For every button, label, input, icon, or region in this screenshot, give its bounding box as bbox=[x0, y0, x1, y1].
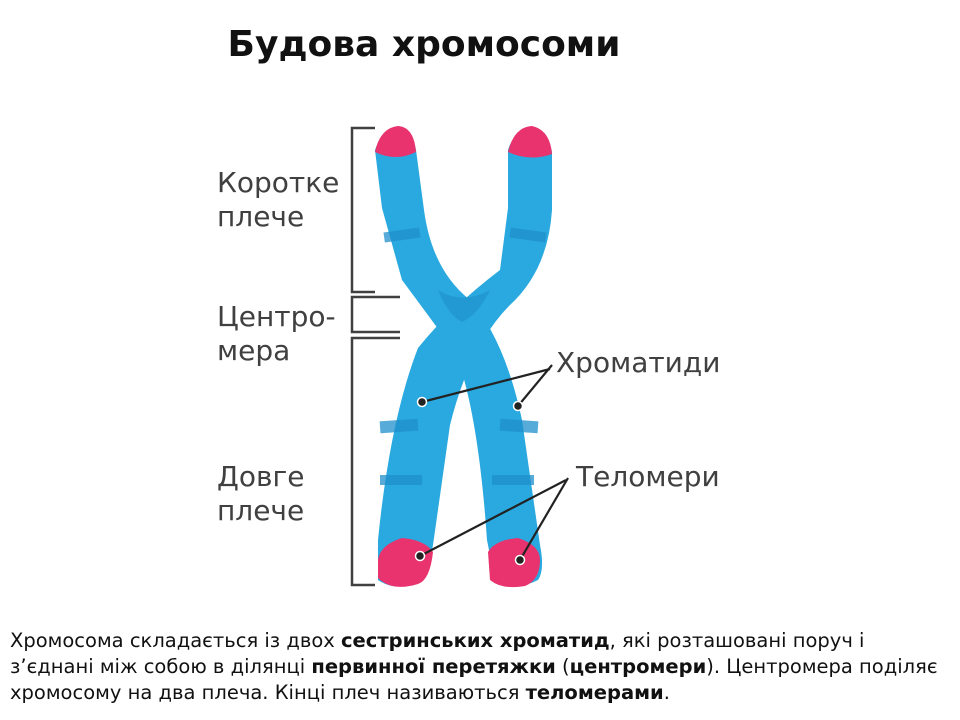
chromatid-bands bbox=[379, 227, 547, 485]
caption-bold-sister-chromatids: сестринських хроматид bbox=[341, 629, 610, 652]
long-arm-label-line2: плече bbox=[217, 494, 305, 527]
brackets bbox=[350, 126, 400, 587]
chromatids-label: Хроматиди bbox=[556, 346, 721, 379]
telomere-top-left bbox=[375, 126, 416, 157]
caption-text-4: ). Центромера поділяє хромосому на два п… bbox=[10, 655, 938, 704]
description-paragraph: Хромосома складається із двох сестринськ… bbox=[10, 628, 945, 706]
telomeres-label: Теломери bbox=[576, 460, 720, 493]
chromatid-pointer-right bbox=[517, 364, 553, 407]
centromere-bracket bbox=[350, 295, 400, 334]
caption-text-2: , які розташовані поруч і з’єднані між с… bbox=[10, 629, 865, 678]
telomere-bottom-left bbox=[378, 538, 433, 587]
telomere-bottom-right bbox=[488, 538, 540, 588]
short-arm-label-line2: плече bbox=[217, 200, 305, 233]
short-arm-bracket bbox=[350, 126, 375, 294]
caption-bold-centromere: центромери bbox=[569, 655, 707, 678]
chromosome-diagram: Коротке плече Центро- мера Довге плече Х… bbox=[0, 90, 960, 610]
telomere-top-right bbox=[508, 126, 552, 158]
centromere-label-line1: Центро- bbox=[217, 300, 336, 333]
telomere-pointer-right bbox=[519, 477, 569, 561]
chromatid-pointer-left bbox=[421, 367, 551, 404]
centromere-label: Центро- мера bbox=[217, 300, 336, 368]
telomeres bbox=[375, 126, 552, 588]
short-arm-label: Коротке плече bbox=[217, 166, 339, 234]
caption-bold-telomeres: теломерами bbox=[525, 681, 664, 704]
caption-bold-primary-constriction: первинної перетяжки bbox=[311, 655, 556, 678]
right-chromatid bbox=[378, 128, 552, 587]
caption-text-1: Хромосома складається із двох bbox=[10, 629, 341, 652]
pointer-lines bbox=[419, 364, 569, 561]
short-arm-label-line1: Коротке bbox=[217, 166, 340, 199]
centromere-region bbox=[438, 290, 490, 322]
telomere-pointer-left bbox=[419, 479, 567, 557]
chromosome-illustration bbox=[350, 126, 569, 588]
long-arm-label: Довге плече bbox=[217, 460, 304, 528]
long-arm-bracket bbox=[350, 336, 400, 587]
page-title: Будова хромосоми bbox=[227, 24, 621, 65]
caption-text-5: . bbox=[663, 681, 670, 704]
long-arm-label-line1: Довге bbox=[217, 460, 305, 493]
caption-text-3: ( bbox=[555, 655, 570, 678]
centromere-label-line2: мера bbox=[217, 334, 291, 367]
pointer-dots bbox=[414, 396, 526, 566]
